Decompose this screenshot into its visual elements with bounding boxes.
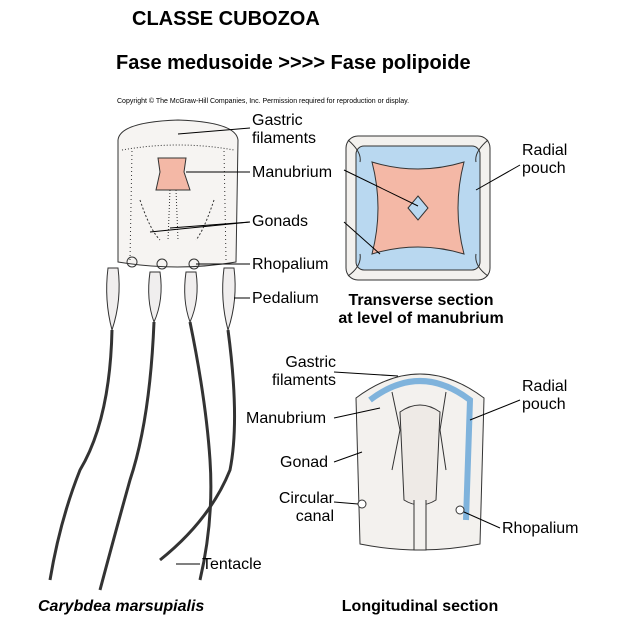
page-title: CLASSE CUBOZOA xyxy=(132,8,320,30)
pedalium-1 xyxy=(106,267,120,332)
label-gonads: Gonads xyxy=(252,213,309,230)
rhopalium-mid xyxy=(156,258,168,270)
label-gastric-filaments-longitudinal: Gastric filaments xyxy=(271,354,336,389)
tentacle-4 xyxy=(159,329,237,562)
transverse-section xyxy=(345,135,491,281)
pedalium-4 xyxy=(222,267,236,332)
bell xyxy=(117,119,239,268)
copyright-notice: Copyright © The McGraw-Hill Companies, I… xyxy=(117,98,410,105)
tentacle-2 xyxy=(98,321,156,591)
tentacle-1 xyxy=(48,329,114,581)
caption-longitudinal-section: Longitudinal section xyxy=(341,598,499,615)
label-gonad-longitudinal: Gonad xyxy=(280,454,329,471)
label-gastric-filaments: Gastric filaments xyxy=(252,112,317,147)
label-rhopalium: Rhopalium xyxy=(252,256,329,273)
label-pedalium: Pedalium xyxy=(252,290,319,307)
label-manubrium-longitudinal: Manubrium xyxy=(246,410,327,427)
tentacle-3 xyxy=(188,321,213,581)
longitudinal-manubrium xyxy=(399,404,441,506)
rhopalium-left xyxy=(126,256,138,268)
pedalium-3 xyxy=(184,271,198,324)
label-tentacle: Tentacle xyxy=(202,556,262,573)
caption-transverse-section: Transverse section at level of manubrium xyxy=(338,292,504,327)
label-rhopalium-longitudinal: Rhopalium xyxy=(502,520,579,537)
page-subtitle: Fase medusoide >>>> Fase polipoide xyxy=(116,52,471,74)
label-radial-pouch-transverse: Radial pouch xyxy=(522,142,568,177)
label-manubrium: Manubrium xyxy=(252,164,333,181)
label-circular-canal: Circular canal xyxy=(278,490,334,525)
jellyfish-drawing xyxy=(48,119,239,591)
species-name: Carybdea marsupialis xyxy=(38,598,205,615)
longitudinal-section xyxy=(355,373,485,551)
pedalium-2 xyxy=(148,271,162,324)
manubrium-shape xyxy=(155,157,191,191)
label-radial-pouch-longitudinal: Radial pouch xyxy=(522,378,568,413)
